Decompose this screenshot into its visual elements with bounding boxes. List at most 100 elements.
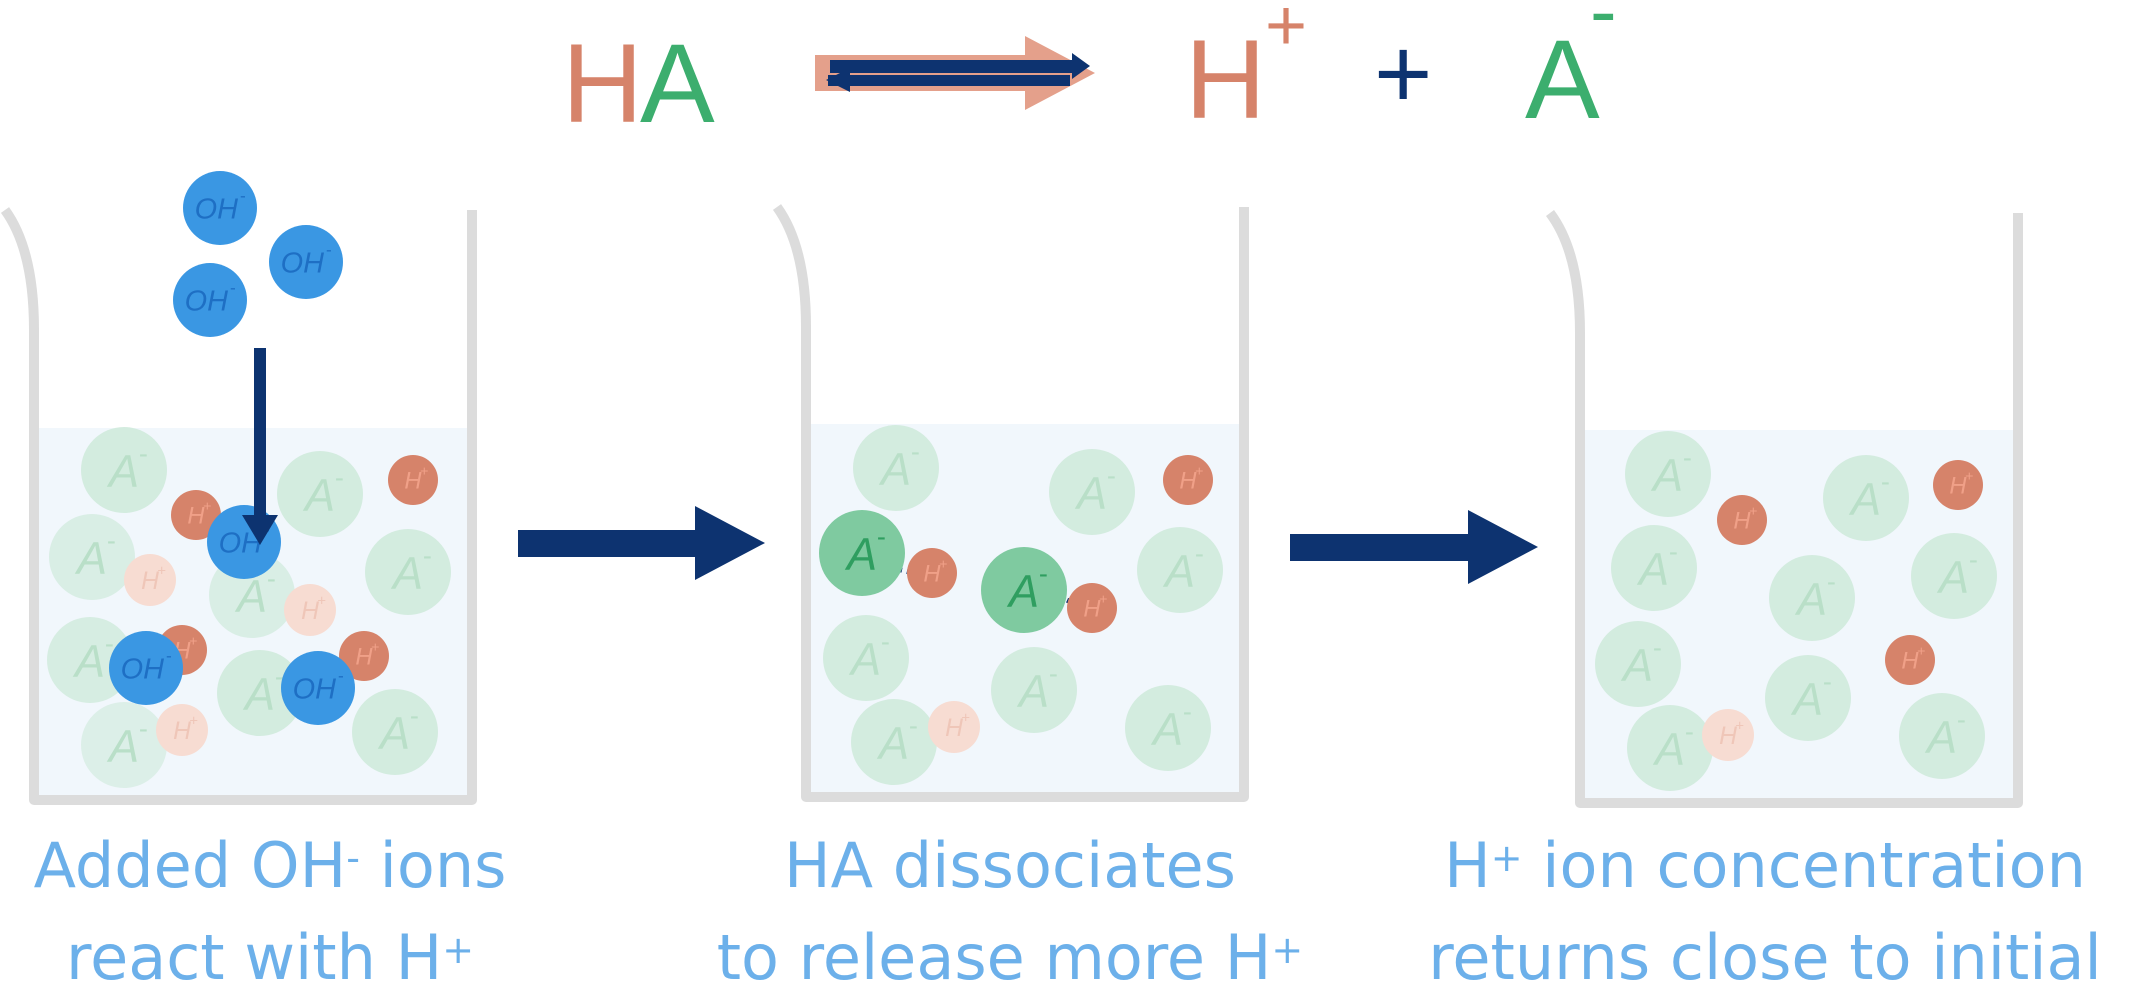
oh-particle-charge: - (166, 645, 172, 665)
a-particle-charge: - (909, 709, 918, 740)
oh-particle: OH- (183, 171, 257, 245)
a-particle-charge: - (335, 461, 344, 492)
h-particle-label: H (945, 715, 963, 742)
a-particle-label: A (876, 717, 909, 768)
h-particle-charge: + (157, 563, 166, 579)
oh-particle-charge: - (338, 665, 344, 685)
a-particle-label: A (844, 528, 877, 579)
product-a-charge: - (1590, 0, 1617, 55)
a-particle-charge: - (139, 437, 148, 468)
a-particle-charge: - (881, 625, 890, 656)
a-particle: A- (81, 427, 167, 513)
a-particle: A- (217, 650, 303, 736)
h-particle-charge: + (1195, 464, 1203, 480)
a-particle: A- (1049, 449, 1135, 535)
a-particle: A- (1823, 455, 1909, 541)
h-particle-charge: + (1735, 718, 1744, 734)
h-particle-label: H (1719, 723, 1737, 750)
a-particle-label: A (72, 635, 105, 686)
product-a: A (1525, 17, 1600, 142)
a-particle: A- (1911, 533, 1997, 619)
a-particle-charge: - (1683, 441, 1692, 472)
caption-2-line-2-sup: + (1271, 928, 1304, 972)
a-particle-charge: - (139, 712, 148, 743)
h-particle-charge: + (1749, 504, 1757, 520)
h-particle-charge: + (1099, 592, 1107, 608)
a-particle-label: A (377, 707, 410, 758)
caption-1-line-2-sup: + (442, 928, 475, 972)
a-particle-charge: - (275, 660, 284, 691)
h-particle-label: H (301, 598, 319, 625)
a-particle-charge: - (410, 699, 419, 730)
h-particle-charge: + (1917, 644, 1925, 660)
h-particle: H+ (907, 548, 957, 598)
h-particle-label: H (1733, 508, 1751, 535)
h-particle: H+ (388, 455, 438, 505)
h-particle-charge: + (961, 710, 970, 726)
beaker-3-particles: A-A-A-A-A-A-A-A-A-H+H+H+H+ (1595, 431, 1997, 791)
a-particle-label: A (106, 445, 139, 496)
a-particle-label: A (302, 469, 335, 520)
a-particle: A- (81, 702, 167, 788)
a-particle-label: A (1652, 723, 1685, 774)
h-particle: H+ (1702, 709, 1754, 761)
caption-3-line-1-end: ion concentration (1522, 829, 2086, 902)
a-particle: A- (1765, 655, 1851, 741)
caption-step-1: Added OH- ions react with H+ (10, 820, 530, 1004)
caption-1-line-1-end: ions (359, 829, 507, 902)
h-particle-charge: + (1965, 469, 1973, 485)
h-particle-charge: + (317, 593, 326, 609)
oh-particle-label: OH (121, 653, 164, 685)
a-particle-label: A (74, 532, 107, 583)
oh-particle: OH- (109, 631, 183, 705)
product-h: H (1185, 17, 1266, 142)
a-particle-label: A (1924, 711, 1957, 762)
h-particle-label: H (173, 718, 191, 745)
h-particle-charge: + (371, 640, 379, 656)
a-particle-label: A (1162, 545, 1195, 596)
caption-1-line-2: react with H (65, 921, 443, 994)
h-particle: H+ (1163, 455, 1213, 505)
a-particle: A- (1899, 693, 1985, 779)
process-arrow-icon-2 (1290, 510, 1538, 584)
a-particle-label: A (848, 633, 881, 684)
a-particle-charge: - (1827, 565, 1836, 596)
h-particle-charge: + (939, 557, 947, 573)
a-particle-charge: - (105, 627, 114, 658)
h-particle-label: H (1083, 596, 1101, 623)
a-particle-label: A (1936, 551, 1969, 602)
equilibrium-equation: H A H + + A - (562, 0, 1617, 146)
a-particle: A- (365, 529, 451, 615)
a-particle: A- (352, 689, 438, 775)
a-particle-charge: - (911, 435, 920, 466)
h-particle: H+ (339, 631, 389, 681)
a-particle-charge: - (1183, 695, 1192, 726)
a-particle-label: A (1074, 467, 1107, 518)
oh-particle-charge: - (326, 239, 332, 259)
a-particle-label: A (1794, 573, 1827, 624)
h-particle: H+ (1885, 635, 1935, 685)
product-h-charge: + (1265, 0, 1307, 66)
a-particle-charge: - (107, 524, 116, 555)
a-particle: A- (819, 510, 905, 596)
caption-2-line-1: HA dissociates (784, 829, 1236, 902)
a-particle: A- (1769, 555, 1855, 641)
a-particle-label: A (1006, 565, 1039, 616)
a-particle: A- (49, 514, 135, 600)
h-particle: H+ (1067, 583, 1117, 633)
h-particle-label: H (355, 644, 373, 671)
a-particle-label: A (1150, 703, 1183, 754)
a-particle-charge: - (1049, 657, 1058, 688)
h-particle: H+ (928, 701, 980, 753)
a-particle-charge: - (1969, 543, 1978, 574)
oh-particle: OH- (173, 263, 247, 337)
caption-step-3: H+ ion concentration returns close to in… (1405, 820, 2125, 1004)
oh-particle-charge: - (240, 185, 246, 205)
h-particle-label: H (923, 561, 941, 588)
a-particle-charge: - (1669, 535, 1678, 566)
h-particle: H+ (1717, 495, 1767, 545)
h-particle: H+ (284, 584, 336, 636)
a-particle-label: A (106, 720, 139, 771)
a-particle: A- (853, 425, 939, 511)
